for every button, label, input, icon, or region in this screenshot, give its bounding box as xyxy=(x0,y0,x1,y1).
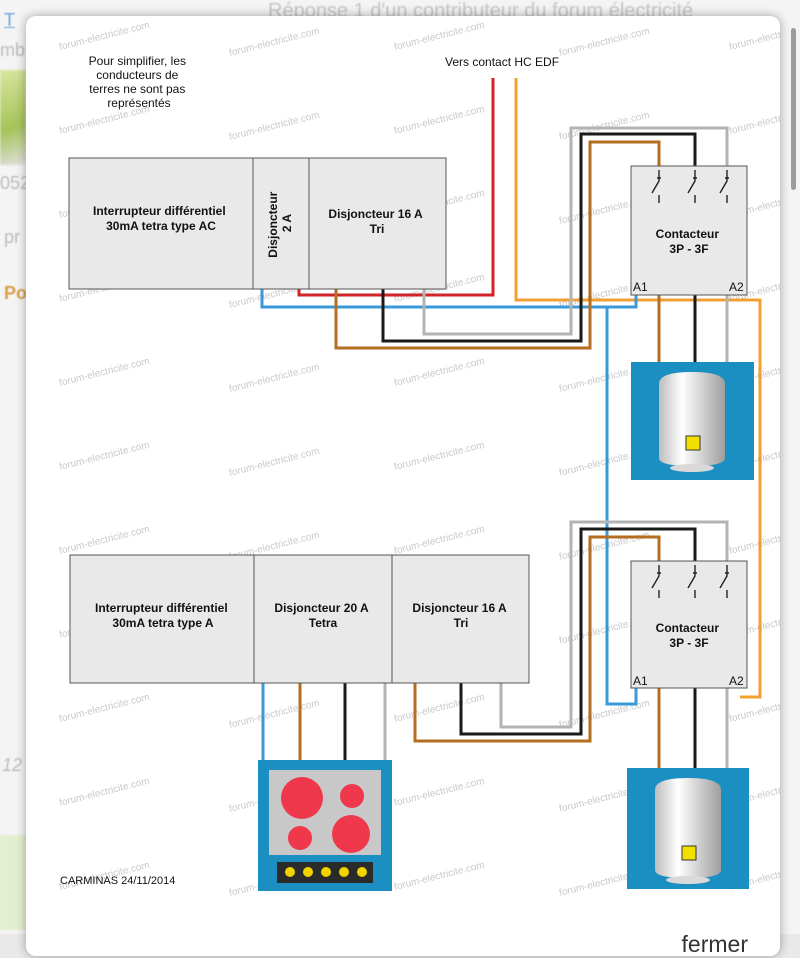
wires xyxy=(260,78,762,768)
watermark-text: forum-electricite.com xyxy=(558,26,651,59)
diagram-note: Pour simplifier, les conducteurs de terr… xyxy=(89,54,190,110)
watermark-text: forum-electricite.com xyxy=(393,440,486,473)
cooktop-burner-large-right xyxy=(332,815,370,853)
cooktop-knob xyxy=(285,867,295,877)
page-scrollbar[interactable] xyxy=(791,28,796,190)
top-contactor-box xyxy=(630,165,748,296)
wire-bottom-brown xyxy=(413,535,661,743)
background-fragment: mb xyxy=(0,40,26,60)
watermark-text: forum-electricite.com xyxy=(58,692,151,725)
bottom-water-heater xyxy=(627,768,749,889)
bottom-contactor-label: Contacteur 3P - 3F xyxy=(656,621,723,650)
bottom-differential-box xyxy=(69,554,255,684)
watermark-text: forum-electricite.com xyxy=(58,524,151,557)
watermark-text: forum-electricite.com xyxy=(393,356,486,389)
wire-hc-red xyxy=(297,78,495,297)
background-avatar xyxy=(0,70,26,165)
background-fragment: Po xyxy=(4,283,28,303)
top-breaker-16a-box xyxy=(308,157,447,290)
cooktop xyxy=(258,760,392,891)
watermark-text: forum-electricite.com xyxy=(228,110,321,143)
watermark-text: forum-electricite.com xyxy=(228,26,321,59)
watermark-text: forum-electricite.com xyxy=(58,20,151,53)
watermark-text: forum-electricite.com xyxy=(393,20,486,53)
diagram-signature: CARMINAS 24/11/2014 xyxy=(60,875,175,887)
top-water-heater xyxy=(631,362,754,480)
cooktop-burner-small-left xyxy=(288,826,312,850)
watermark-text: forum-electricite.com xyxy=(58,356,151,389)
wire-top-brown xyxy=(334,140,661,350)
bottom-contactor-box xyxy=(630,560,748,689)
top-row: Interrupteur différentiel 30mA tetra typ… xyxy=(68,157,754,480)
watermark-text: forum-electricite.com xyxy=(393,104,486,137)
top-contactor-a2-label: A2 xyxy=(729,280,744,294)
wire-neutral-down xyxy=(605,307,638,706)
bottom-breaker-16a-label: Disjoncteur 16 A Tri xyxy=(412,601,509,630)
top-contactor-switches xyxy=(651,170,729,203)
watermark-text: forum-electricite.com xyxy=(58,440,151,473)
watermark-text: forum-electricite.com xyxy=(228,362,321,395)
hc-contact-label: Vers contact HC EDF xyxy=(445,55,559,69)
top-breaker-2a-label: Disjoncteur 2 A xyxy=(266,188,294,257)
bottom-row: Interrupteur différentiel 30mA tetra typ… xyxy=(69,554,749,891)
bottom-contactor-switches xyxy=(651,565,729,598)
bottom-differential-label: Interrupteur différentiel 30mA tetra typ… xyxy=(95,601,231,630)
watermark-text: forum-electricite.com xyxy=(728,20,780,53)
background-fragment: pr xyxy=(4,227,21,247)
bottom-water-heater-indicator xyxy=(681,845,697,861)
watermark-text: forum-electricite.com xyxy=(393,524,486,557)
bottom-breaker-16a-box xyxy=(391,554,530,684)
background-panel xyxy=(0,835,30,930)
watermark-text: forum-electricite.com xyxy=(228,446,321,479)
image-lightbox: forum-electricite.com forum-electricite.c… xyxy=(26,16,780,957)
cooktop-knob xyxy=(321,867,331,877)
wire-neutral-top xyxy=(260,289,638,309)
bottom-contactor-a1-label: A1 xyxy=(633,674,648,688)
wire-bottom-black xyxy=(459,527,697,736)
top-differential-box xyxy=(68,157,254,290)
background-fragment: 12 xyxy=(2,755,23,775)
top-water-heater-tank xyxy=(659,372,725,466)
cooktop-knob xyxy=(357,867,367,877)
top-differential-label: Interrupteur différentiel 30mA tetra typ… xyxy=(93,204,229,233)
bottom-breaker-20a-label: Disjoncteur 20 A Tetra xyxy=(274,601,371,630)
top-breaker-16a-label: Disjoncteur 16 A Tri xyxy=(328,207,425,236)
bottom-contactor-a2-label: A2 xyxy=(729,674,744,688)
cooktop-burner-large-left xyxy=(281,777,323,819)
watermark-text: forum-electricite.com xyxy=(728,104,780,137)
watermark-text: forum-electricite.com xyxy=(393,776,486,809)
background-fragment: 052 xyxy=(0,173,31,193)
bottom-breaker-20a-box xyxy=(253,554,393,684)
watermark-text: forum-electricite.com xyxy=(728,524,780,557)
cooktop-burner-small-right xyxy=(340,784,364,808)
wire-hc-orange xyxy=(514,78,762,699)
bottom-water-heater-tank xyxy=(655,778,721,878)
wire-top-grey xyxy=(422,126,729,336)
wiring-diagram: forum-electricite.com forum-electricite.c… xyxy=(58,20,780,899)
top-breaker-2a-box xyxy=(252,157,310,290)
watermark-text: forum-electricite.com xyxy=(228,698,321,731)
watermark-text: forum-electricite.com xyxy=(393,692,486,725)
background-fragment: T xyxy=(4,10,15,30)
cooktop-knob xyxy=(303,867,313,877)
watermark-text: forum-electricite.com xyxy=(393,860,486,893)
close-link[interactable]: fermer xyxy=(681,931,748,957)
top-contactor-label: Contacteur 3P - 3F xyxy=(656,227,723,256)
top-water-heater-indicator xyxy=(685,435,701,451)
wire-bottom-grey xyxy=(499,520,729,729)
wire-top-black xyxy=(381,132,697,343)
cooktop-knob xyxy=(339,867,349,877)
top-contactor-a1-label: A1 xyxy=(633,280,648,294)
watermark-text: forum-electricite.com xyxy=(58,776,151,809)
